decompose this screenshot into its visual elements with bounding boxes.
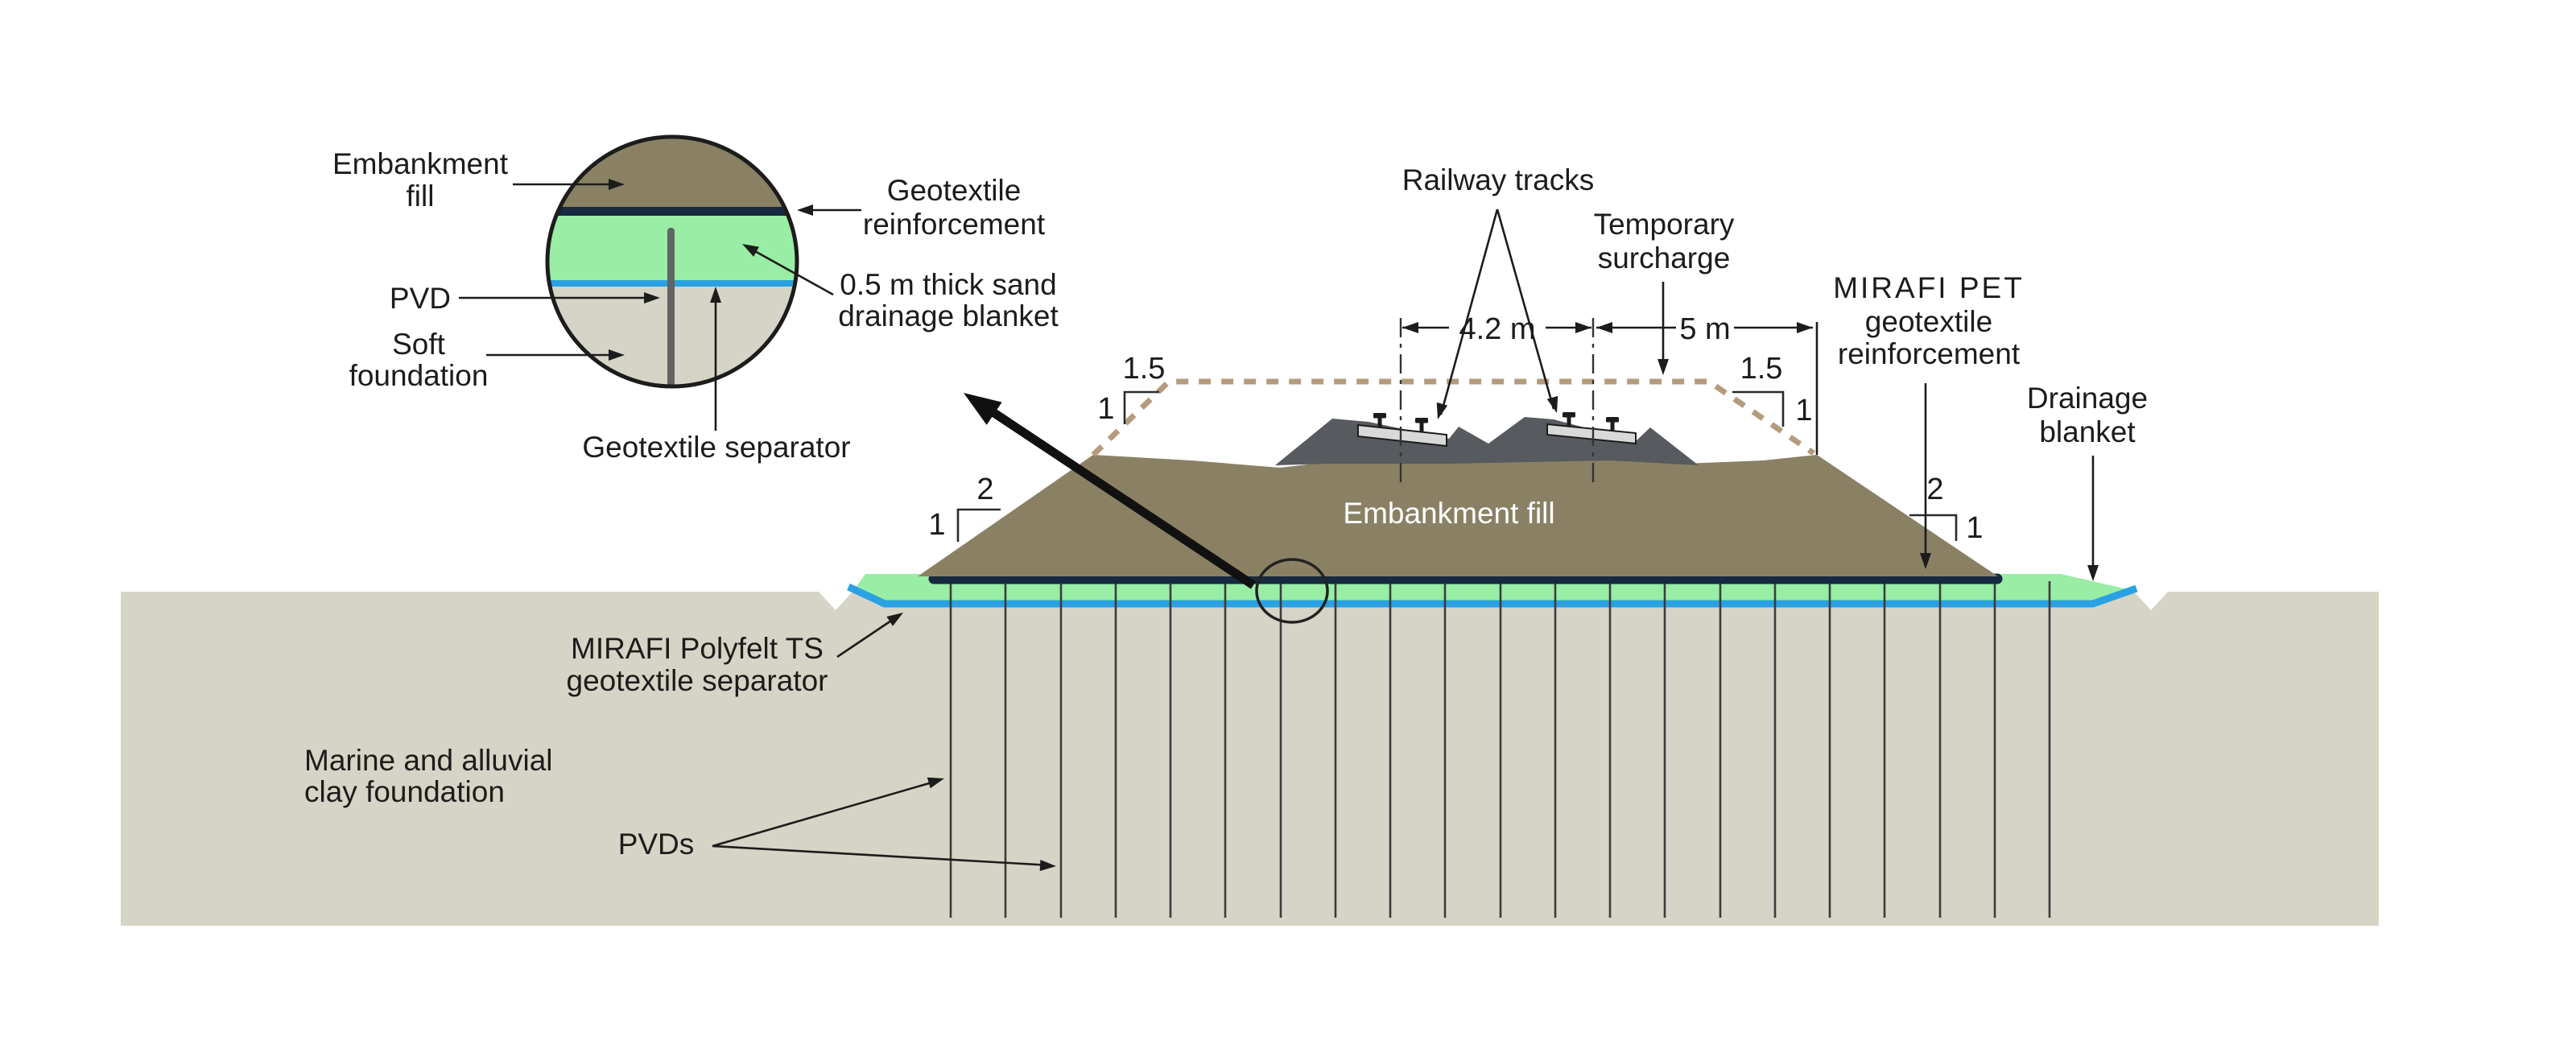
dim-between-tracks: 4.2 m (1459, 312, 1535, 346)
mirafi-pet-label-line2: geotextile (1865, 305, 1992, 338)
detail-inset: Embankment fill Geotextile reinforcement… (332, 134, 1059, 464)
foundation-notch-left (818, 591, 853, 610)
svg-text:2: 2 (1926, 473, 1943, 506)
svg-text:1.5: 1.5 (1123, 352, 1166, 386)
temporary-surcharge-label-line2: surcharge (1598, 242, 1731, 275)
detail-zoom-arrow (964, 393, 1257, 589)
slope-indicator-embankment-right: 2 1 (1909, 473, 1984, 545)
clay-foundation-shape (121, 592, 2379, 926)
inset-soft-foundation-label-line1: Soft (392, 328, 446, 361)
geotextile-separator-line (847, 583, 2138, 608)
mirafi-polyfelt-label-line2: geotextile separator (567, 664, 828, 697)
inset-reinforcement-layer (547, 207, 797, 216)
svg-text:2: 2 (976, 473, 993, 506)
pvd-lines (949, 581, 2051, 918)
track-slab-right (1546, 423, 1637, 445)
clay-foundation-label-line1: Marine and alluvial (304, 744, 553, 777)
embankment-fill-label: Embankment fill (1343, 497, 1554, 530)
track-slab-left (1357, 423, 1447, 448)
svg-text:1: 1 (1966, 511, 1983, 545)
temporary-surcharge-leader (1657, 282, 1669, 375)
inset-embankment-fill-label-line2: fill (407, 180, 435, 213)
mirafi-pet-label-line3: reinforcement (1838, 337, 2021, 370)
mirafi-pet-label-line1: MIRAFI PET (1833, 271, 2025, 304)
mirafi-polyfelt-leader (836, 613, 903, 658)
svg-text:1: 1 (1097, 392, 1114, 426)
railway-tracks-leaders (1436, 208, 1558, 419)
svg-text:1: 1 (1795, 394, 1812, 427)
pvds-label: PVDs (618, 828, 695, 861)
drainage-blanket-label-line2: blanket (2039, 415, 2136, 448)
drainage-blanket-leader (2087, 456, 2099, 581)
drainage-blanket-label-line1: Drainage (2027, 382, 2148, 415)
pvds-leaders (712, 777, 1056, 871)
inset-pvd-bar (667, 228, 675, 386)
slope-indicator-surcharge-left: 1.5 1 (1097, 352, 1165, 426)
inset-pvd-label: PVD (390, 282, 451, 315)
temporary-surcharge-label-line1: Temporary (1594, 208, 1735, 241)
inset-geotextile-separator-label: Geotextile separator (582, 431, 850, 464)
clay-foundation-label-line2: clay foundation (304, 775, 505, 808)
svg-text:1.5: 1.5 (1740, 352, 1783, 386)
svg-text:1: 1 (928, 508, 945, 542)
foundation-notch-right (2133, 591, 2169, 610)
inset-sand-blanket-label-line2: drainage blanket (838, 299, 1059, 332)
inset-outline-circle (545, 134, 799, 389)
temporary-surcharge-outline (1091, 378, 1815, 457)
inset-geotextile-reinforcement-label-line1: Geotextile (887, 174, 1022, 207)
inset-soft-foundation-label-line2: foundation (349, 359, 489, 392)
mirafi-pet-leader (1920, 383, 1931, 569)
mirafi-polyfelt-label-line1: MIRAFI Polyfelt TS (571, 632, 824, 665)
inset-embankment-fill-label-line1: Embankment (332, 147, 509, 180)
dimension-line: 4.2 m 5 m (1402, 312, 1813, 346)
detail-zoom-circle (1255, 558, 1329, 624)
inset-embankment-layer (547, 137, 797, 207)
railway-tracks-label: Railway tracks (1402, 163, 1595, 196)
inset-sand-blanket-label-line1: 0.5 m thick sand (840, 268, 1056, 301)
inset-geotextile-reinforcement-label-line2: reinforcement (863, 208, 1046, 241)
track-centerlines (1399, 318, 1595, 483)
slope-indicator-surcharge-right: 1.5 1 (1732, 352, 1813, 427)
dim-surcharge-offset: 5 m (1679, 312, 1730, 346)
slope-indicator-embankment-left: 2 1 (928, 473, 1001, 542)
